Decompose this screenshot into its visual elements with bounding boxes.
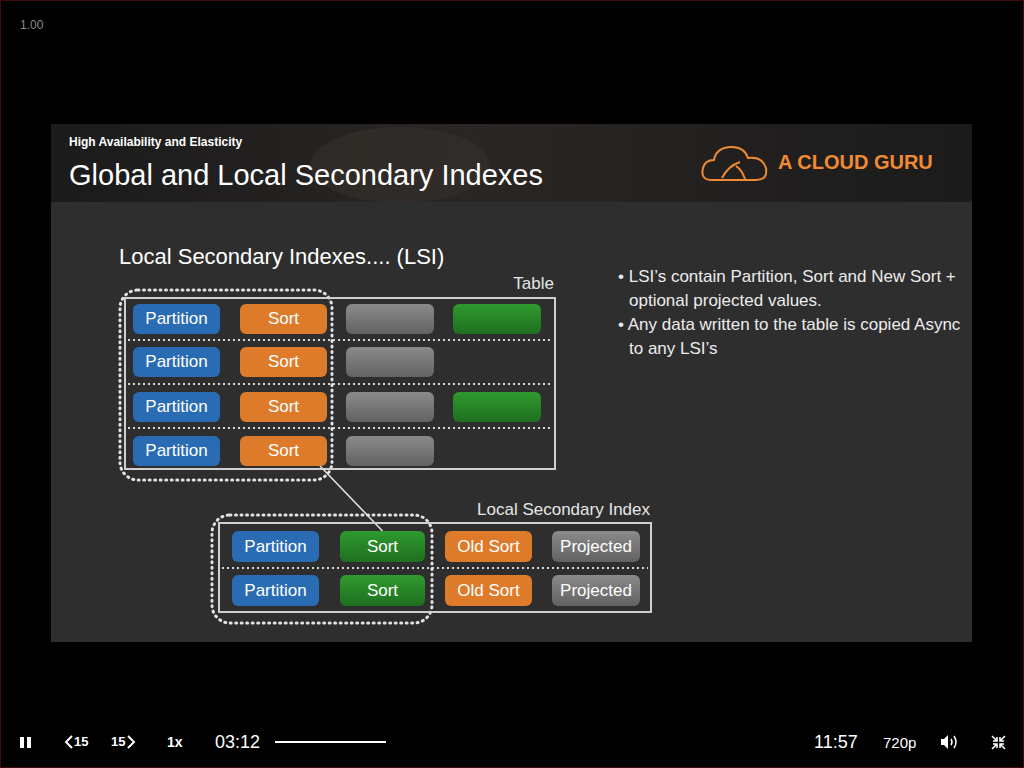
logo-text: A CLOUD GURU: [778, 151, 933, 174]
old-sort-key: Old Sort: [445, 575, 532, 606]
green-attribute: [453, 392, 541, 422]
row-divider: [128, 339, 552, 341]
bullet-note: • Any data written to the table is copie…: [618, 313, 964, 361]
green-attribute: [453, 304, 541, 334]
grey-attribute: [346, 436, 434, 466]
box-text: Sort: [367, 537, 398, 557]
box-text: Partition: [244, 581, 306, 601]
key-groups: [120, 290, 432, 623]
key-group-outline: [212, 515, 432, 623]
old-sort-key: Old Sort: [445, 531, 532, 562]
partition-key: Partition: [133, 392, 220, 422]
exit-fullscreen: [992, 736, 1005, 749]
slide-body: [51, 124, 972, 642]
sort-key: Sort: [240, 347, 327, 377]
box-text: Partition: [145, 309, 207, 329]
playback-speed: 1x: [167, 734, 183, 750]
partition-key: Partition: [133, 304, 220, 334]
attribute-boxes: [346, 304, 541, 466]
box-text: Projected: [560, 581, 632, 601]
total-time: 11:57: [814, 732, 858, 753]
new-sort-key: Sort: [340, 531, 425, 562]
forward-chevron: [128, 736, 134, 748]
logo-cloud-line2: [736, 166, 745, 179]
sort-key: Sort: [240, 436, 327, 466]
subheading: Local Secondary Indexes.... (LSI): [119, 244, 444, 269]
box-text: Sort: [268, 352, 299, 372]
box-text: Partition: [145, 441, 207, 461]
logo-cloud: [702, 147, 766, 180]
box-text: Old Sort: [457, 581, 519, 601]
box-text: Partition: [145, 397, 207, 417]
pause-bar: [20, 737, 24, 748]
skip-forward: 15: [111, 735, 125, 750]
projected-attribute: Projected: [552, 531, 640, 562]
partition-key: Partition: [232, 531, 319, 562]
skip-back: 15: [74, 735, 88, 750]
logo-cloud-line: [722, 162, 740, 178]
box-text: Sort: [367, 581, 398, 601]
box-text: Old Sort: [457, 537, 519, 557]
row-divider: [222, 567, 648, 569]
table-box: TablePartitionSortPartitionSortPartition…: [124, 297, 556, 470]
table-row-dividers: [128, 340, 648, 568]
current-time: 03:12: [215, 732, 260, 753]
projected-attribute: Projected: [552, 575, 640, 606]
progress-bar: [275, 741, 386, 743]
partition-key: Partition: [232, 575, 319, 606]
logo-cloud-outline: [702, 147, 766, 180]
bullet-note: • LSI’s contain Partition, Sort and New …: [618, 265, 964, 313]
box-heading: Table: [513, 274, 554, 294]
speed-indicator: 1.00: [20, 19, 43, 33]
index-box: Local Secondary IndexPartitionSortOld So…: [218, 522, 652, 613]
partition-key: Partition: [133, 436, 220, 466]
box-text: Projected: [560, 537, 632, 557]
new-sort-key: Sort: [340, 575, 425, 606]
slide-header: [51, 124, 972, 202]
quality: 720p: [883, 734, 916, 751]
row-divider: [128, 383, 552, 385]
box-heading: Local Secondary Index: [477, 500, 650, 520]
sort-key: Sort: [240, 304, 327, 334]
sort-key: Sort: [240, 392, 327, 422]
rewind-chevron: [66, 736, 72, 748]
pause-bar: [27, 737, 31, 748]
key-group-outline: [120, 290, 332, 480]
box-text: Sort: [268, 309, 299, 329]
grey-attribute: [346, 392, 434, 422]
box-text: Partition: [145, 352, 207, 372]
box-text: Sort: [268, 397, 299, 417]
box-text: Sort: [268, 441, 299, 461]
section-name: High Availability and Elasticity: [69, 136, 242, 150]
partition-key: Partition: [133, 347, 220, 377]
volume-speaker: [941, 735, 948, 749]
slide-title: Global and Local Secondary Indexes: [69, 159, 543, 192]
box-text: Partition: [244, 537, 306, 557]
grey-attribute: [346, 304, 434, 334]
row-divider: [128, 427, 552, 429]
grey-attribute: [346, 347, 434, 377]
volume-waves: [951, 736, 956, 748]
